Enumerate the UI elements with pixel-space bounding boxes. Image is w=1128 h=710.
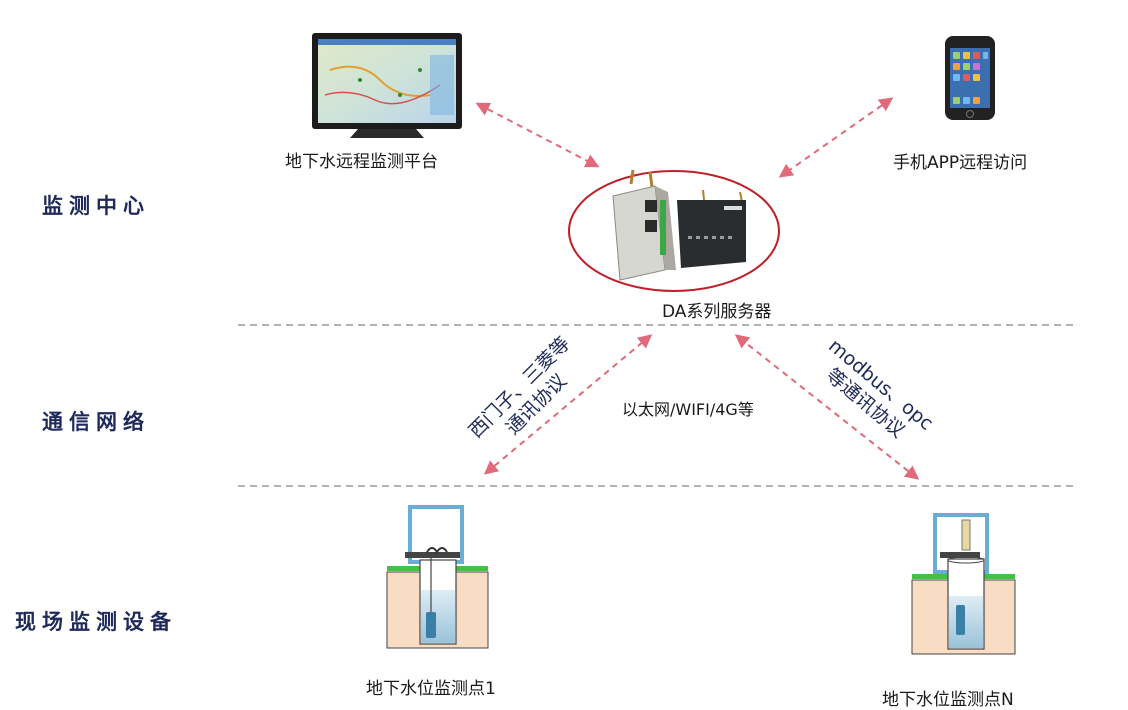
section-label-center: 监测中心 xyxy=(42,194,150,218)
section-label-network: 通信网络 xyxy=(42,410,150,434)
phone-icon xyxy=(945,36,995,120)
da-server-icon xyxy=(568,169,780,292)
well-point-n-label: 地下水位监测点N xyxy=(882,690,1014,710)
platform-label: 地下水远程监测平台 xyxy=(285,152,438,172)
arrow-platform-server xyxy=(475,102,600,168)
well-point-1-icon xyxy=(386,505,489,649)
arrow-app-server xyxy=(778,97,894,178)
arrow-pointN-server xyxy=(734,334,920,480)
ethernet-label: 以太网/WIFI/4G等 xyxy=(622,400,754,419)
arrow-point1-server xyxy=(483,334,653,475)
well-point-n-icon xyxy=(911,513,1016,655)
monitor-icon xyxy=(312,33,462,138)
app-label: 手机APP远程访问 xyxy=(893,153,1028,173)
server-label: DA系列服务器 xyxy=(662,302,772,322)
section-label-field: 现场监测设备 xyxy=(15,610,177,634)
well-point-1-label: 地下水位监测点1 xyxy=(366,679,496,699)
